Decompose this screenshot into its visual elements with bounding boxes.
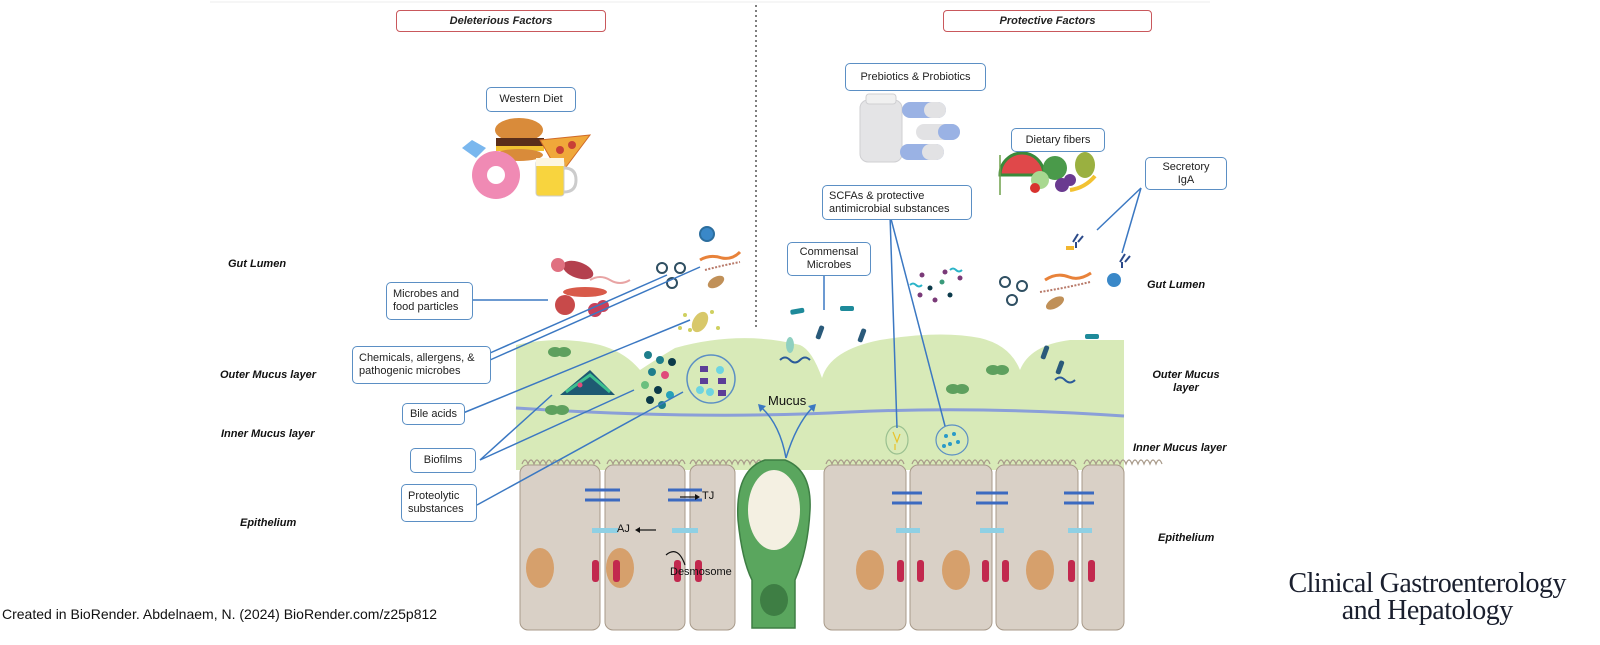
epithelial-cell	[909, 459, 993, 631]
label-biofilms: Biofilms	[410, 448, 476, 473]
label-prebiotics-probiotics: Prebiotics & Probiotics	[845, 63, 986, 91]
layer-label-gut-lumen-right: Gut Lumen	[1147, 279, 1206, 291]
biofilm-icon	[545, 347, 676, 415]
label-tight-junction: TJ	[702, 490, 715, 502]
dietary-fibers-icon	[998, 151, 1097, 195]
secretory-iga-icon	[1066, 233, 1131, 268]
western-diet-food-icon	[462, 118, 592, 199]
inner-mucus-boundary	[515, 406, 1125, 418]
label-desmosome: Desmosome	[670, 566, 732, 578]
label-microbes-food-particles: Microbes and food particles	[386, 282, 473, 320]
epithelium	[519, 459, 1163, 631]
mucus-arrowhead-right	[808, 404, 816, 412]
mucus-arrowhead-left	[758, 404, 766, 412]
lumen-microbes-right-icon	[999, 271, 1121, 310]
bile-acid-particles-icon	[678, 310, 720, 333]
protective-factors-header: Protective Factors	[943, 10, 1152, 32]
biorender-credit: Created in BioRender. Abdelnaem, N. (202…	[2, 606, 438, 622]
proteolytic-substances-icon	[686, 354, 736, 404]
epithelial-cell	[1081, 459, 1163, 631]
label-western-diet: Western Diet	[486, 87, 576, 112]
label-scfas-antimicrobial: SCFAs & protective antimicrobial substan…	[822, 185, 972, 220]
leader-lines	[462, 187, 1142, 506]
label-proteolytic-substances: Proteolytic substances	[401, 484, 477, 522]
epithelial-cell	[519, 459, 601, 631]
microbes-and-food-particles-icon	[551, 258, 631, 317]
layer-label-outer-mucus-right: Outer Mucus layer	[1152, 369, 1220, 394]
outer-mucus-layer	[516, 334, 1124, 470]
tj-arrowhead	[695, 494, 700, 500]
label-commensal-microbes: Commensal Microbes	[787, 242, 871, 276]
label-mucus: Mucus	[768, 393, 807, 408]
layer-label-epithelium-right: Epithelium	[1158, 532, 1215, 544]
layer-label-gut-lumen-left: Gut Lumen	[228, 258, 287, 270]
commensal-microbes-icon	[779, 306, 1099, 394]
label-bile-acids: Bile acids	[402, 403, 465, 425]
aj-arrowhead	[635, 527, 640, 533]
layer-label-inner-mucus-right: Inner Mucus layer	[1133, 442, 1227, 454]
epithelial-cell	[604, 459, 686, 631]
adherens-junctions	[592, 528, 1092, 533]
label-adherens-junction: AJ	[617, 523, 630, 535]
label-chemicals-allergens-pathogens: Chemicals, allergens, & pathogenic micro…	[352, 346, 491, 384]
mucus-arrow-right	[785, 407, 813, 459]
layer-label-inner-mucus-left: Inner Mucus layer	[221, 428, 315, 440]
epithelial-cell	[995, 459, 1079, 631]
epithelial-cell	[823, 459, 907, 631]
goblet-cell	[736, 459, 811, 629]
tight-junctions	[585, 488, 1094, 505]
epithelial-cell	[689, 459, 769, 631]
layer-label-outer-mucus-left: Outer Mucus layer	[220, 369, 316, 381]
deleterious-factors-header: Deleterious Factors	[396, 10, 606, 32]
label-dietary-fibers: Dietary fibers	[1011, 128, 1105, 152]
desmosomes	[592, 560, 1095, 582]
desmosome-arrow	[665, 551, 686, 566]
layer-label-epithelium-left: Epithelium	[240, 517, 297, 529]
chemicals-allergens-pathogens-icon	[656, 226, 742, 289]
label-secretory-iga: Secretory IgA	[1145, 157, 1227, 190]
scfa-particles-icon	[909, 267, 963, 303]
prebiotics-probiotics-icon	[859, 93, 960, 163]
journal-logo: Clinical Gastroenterology and Hepatology	[1288, 568, 1566, 626]
mucus-arrow-left	[761, 407, 787, 459]
